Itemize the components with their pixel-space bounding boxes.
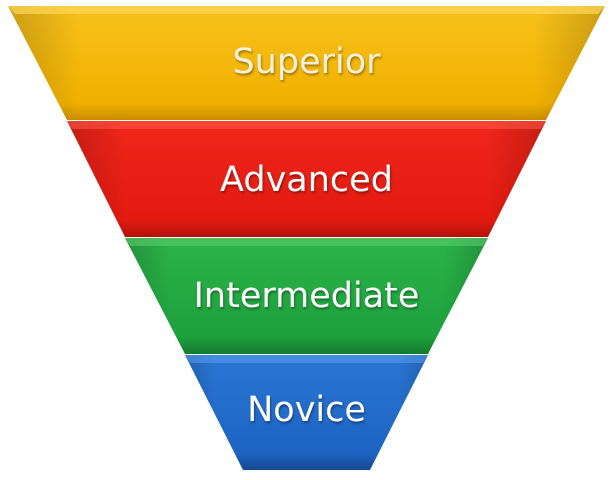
- funnel-level-novice-top-bevel: [185, 355, 428, 363]
- funnel-level-superior-top-bevel: [8, 6, 605, 14]
- level-label-superior: Superior: [232, 42, 381, 82]
- level-label-advanced: Advanced: [220, 160, 393, 200]
- level-label-intermediate: Intermediate: [193, 276, 420, 316]
- funnel-level-intermediate-top-bevel: [125, 238, 488, 246]
- funnel-level-intermediate-shade: [125, 238, 488, 354]
- funnel-level-advanced-shade: [67, 121, 546, 237]
- level-label-novice: Novice: [247, 390, 366, 430]
- funnel-level-superior-shade: [8, 6, 605, 120]
- funnel-level-novice-shade: [185, 355, 428, 470]
- funnel-level-advanced-top-bevel: [67, 121, 546, 129]
